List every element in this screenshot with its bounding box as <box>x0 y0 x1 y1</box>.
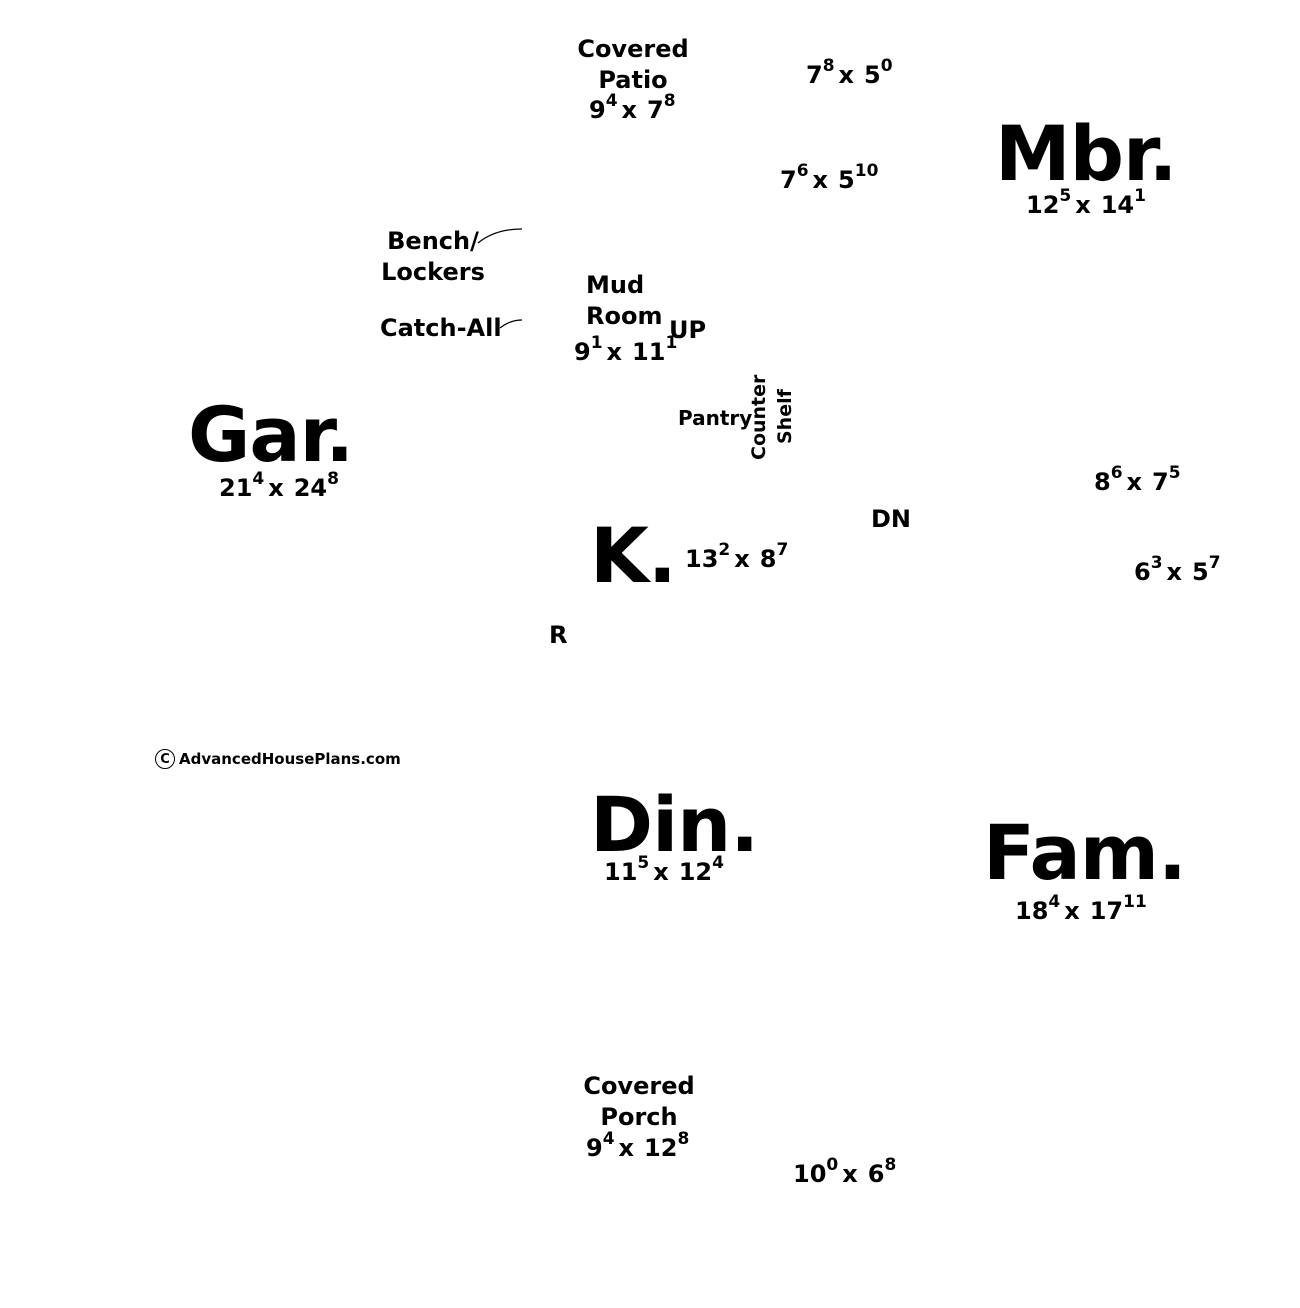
bench-leader-line <box>477 228 523 244</box>
bench-lockers-label: Bench/ Lockers <box>381 227 485 286</box>
copyright-notice: C AdvancedHousePlans.com <box>155 749 401 769</box>
kitchen-name: K. <box>590 511 677 600</box>
mud-room-label: Mud Room <box>586 271 663 330</box>
garage-name: Gar. <box>188 390 354 479</box>
catch-all-label: Catch-All <box>380 314 502 342</box>
covered-patio-label: Covered Patio <box>577 35 689 94</box>
pantry-label: Pantry <box>678 406 753 430</box>
copyright-text: AdvancedHousePlans.com <box>179 749 401 768</box>
catch-all-leader-line <box>499 319 523 329</box>
stair-down-label: DN <box>871 505 912 533</box>
counter-label: Counter <box>748 374 770 460</box>
covered-porch-label: Covered Porch <box>583 1072 695 1131</box>
stair-up-label: UP <box>669 316 707 344</box>
copyright-icon: C <box>155 749 175 769</box>
master-bedroom-name: Mbr. <box>995 109 1178 198</box>
family-name: Fam. <box>983 808 1187 897</box>
dining-name: Din. <box>590 780 759 869</box>
refrigerator-label: R <box>549 621 568 649</box>
shelf-label: Shelf <box>774 389 796 444</box>
